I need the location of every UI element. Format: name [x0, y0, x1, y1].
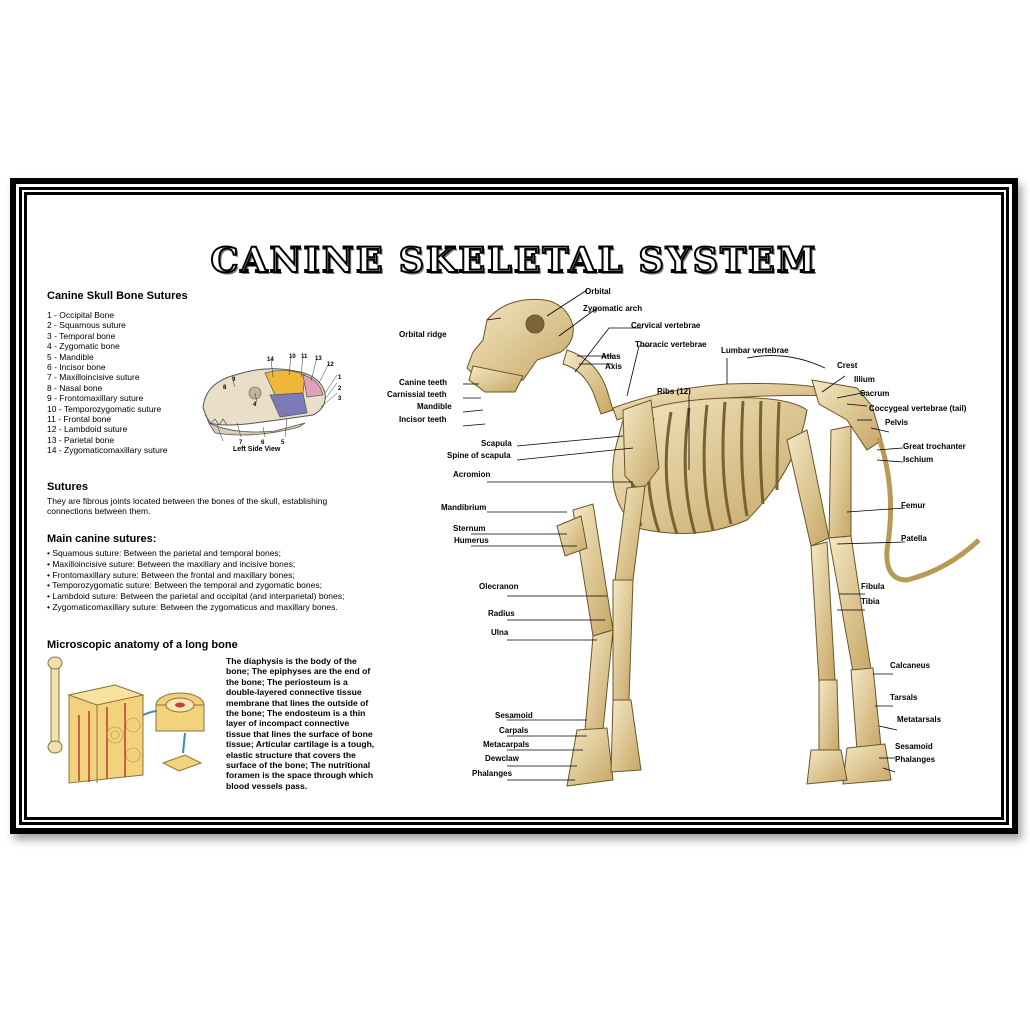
label-metacarpals: Metacarpals: [483, 740, 530, 749]
skull-number: 9: [232, 377, 236, 383]
label-sesamoid-hind: Sesamoid: [895, 742, 933, 751]
skull-item: 4 - Zygomatic bone: [47, 341, 120, 352]
label-radius: Radius: [488, 609, 515, 618]
label-sternum: Sternum: [453, 524, 486, 533]
skull-item: 14 - Zygomaticomaxillary suture: [47, 445, 168, 456]
label-acromion: Acromion: [453, 470, 491, 479]
skull-item: 2 - Squamous suture: [47, 320, 126, 331]
label-humerus: Humerus: [454, 536, 489, 545]
main-sutures-heading: Main canine sutures:: [47, 533, 157, 545]
label-mandible: Mandible: [417, 402, 452, 411]
skull-view-label: Left Side View: [233, 446, 281, 453]
skull-item: 11 - Frontal bone: [47, 414, 112, 425]
label-calcaneus: Calcaneus: [890, 661, 931, 670]
sutures-heading: Sutures: [47, 481, 88, 493]
label-olecranon: Olecranon: [479, 582, 519, 591]
label-tarsals: Tarsals: [890, 693, 918, 702]
poster-frame: CANINE SKELETAL SYSTEM Canine Skull Bone…: [10, 178, 1018, 834]
skull-number: 7: [239, 440, 243, 446]
main-sutures-list: Squamous suture: Between the parietal an…: [47, 548, 407, 613]
skull-number: 5: [281, 440, 285, 446]
main-suture-item: Frontomaxillary suture: Between the fron…: [47, 570, 407, 581]
skull-item: 6 - Incisor bone: [47, 362, 106, 373]
label-carpals: Carpals: [499, 726, 529, 735]
skull-item: 13 - Parietal bone: [47, 434, 115, 445]
skull-item: 10 - Temporozygomatic suture: [47, 403, 162, 414]
skull-number: 8: [223, 385, 227, 391]
skull-suture-list: 1 - Occipital Bone 2 - Squamous suture 3…: [47, 310, 227, 456]
frame-line-outer: [16, 184, 1012, 828]
label-spine-of-scapula: Spine of scapula: [447, 451, 511, 460]
poster-content: CANINE SKELETAL SYSTEM Canine Skull Bone…: [27, 195, 1001, 817]
label-orbital-ridge: Orbital ridge: [399, 330, 447, 339]
skull-item: 8 - Nasal bone: [47, 382, 103, 393]
label-ischium: Ischium: [903, 455, 934, 464]
label-scapula: Scapula: [481, 439, 512, 448]
skull-item: 1 - Occipital Bone: [47, 310, 115, 320]
label-zygomatic-arch: Zygomatic arch: [583, 304, 643, 313]
label-incisor-teeth: Incisor teeth: [399, 415, 447, 424]
label-ribs: Ribs (12): [657, 387, 691, 396]
label-canine-teeth: Canine teeth: [399, 378, 448, 387]
label-mandibrium: Mandibrium: [441, 503, 487, 512]
skull-number: 4: [253, 402, 257, 408]
skull-number: 2: [338, 386, 342, 392]
skull-item: 5 - Mandible: [47, 351, 94, 362]
label-phalanges-hind: Phalanges: [895, 755, 936, 764]
label-lumbar-vertebrae: Lumbar vertebrae: [721, 346, 789, 355]
skull-number: 13: [315, 356, 322, 362]
skull-number: 10: [289, 354, 296, 360]
frame-line-inner: [22, 190, 1006, 822]
canine-skeleton-illustration: [462, 289, 981, 787]
label-great-trochanter: Great trochanter: [903, 442, 966, 451]
main-suture-item: Temporozygomatic suture: Between the tem…: [47, 580, 407, 591]
poster-title: CANINE SKELETAL SYSTEM: [210, 240, 818, 282]
label-sacrum: Sacrum: [860, 389, 890, 398]
label-tibia: Tibia: [861, 597, 880, 606]
label-crest: Crest: [837, 361, 858, 370]
micro-text: The diaphysis is the body of the bone; T…: [226, 656, 375, 791]
skull-side-view-illustration: [202, 354, 338, 442]
skull-number: 3: [338, 396, 342, 402]
label-patella: Patella: [901, 534, 927, 543]
main-suture-item: Lambdoid suture: Between the parietal an…: [47, 591, 407, 602]
skull-item: 3 - Temporal bone: [47, 330, 116, 341]
long-bone-illustration: [47, 656, 205, 784]
label-fibula: Fibula: [861, 582, 885, 591]
label-metatarsals: Metatarsals: [897, 715, 942, 724]
skull-item: 7 - Maxilloincisive suture: [47, 372, 140, 383]
main-suture-item: Squamous suture: Between the parietal an…: [47, 548, 407, 559]
skull-item: 9 - Frontomaxillary suture: [47, 393, 144, 404]
skull-number: 14: [267, 357, 274, 363]
skull-number: 6: [261, 440, 265, 446]
label-pelvis: Pelvis: [885, 418, 909, 427]
label-coccygeal-vertebrae: Coccygeal vertebrae (tail): [869, 404, 967, 413]
label-orbital: Orbital: [585, 287, 611, 296]
micro-heading: Microscopic anatomy of a long bone: [47, 639, 238, 651]
label-thoracic-vertebrae: Thoracic vertebrae: [635, 340, 707, 349]
label-femur: Femur: [901, 501, 926, 510]
skull-item: 12 - Lambdoid suture: [47, 424, 128, 435]
label-carnissial-teeth: Carnissial teeth: [387, 390, 447, 399]
skull-number: 1: [338, 375, 342, 381]
sutures-text: They are fibrous joints located between …: [47, 496, 328, 517]
main-suture-item: Zygomaticomaxillary suture: Between the …: [47, 602, 407, 613]
label-sesamoid-fore: Sesamoid: [495, 711, 533, 720]
label-atlas: Atlas: [601, 352, 621, 361]
label-axis: Axis: [605, 362, 622, 371]
skull-heading: Canine Skull Bone Sutures: [47, 290, 188, 302]
label-ilium: Illium: [854, 375, 875, 384]
label-phalanges-fore: Phalanges: [472, 769, 513, 778]
label-cervical-vertebrae: Cervical vertebrae: [631, 321, 701, 330]
skull-number: 11: [301, 354, 308, 360]
label-dewclaw: Dewclaw: [485, 754, 519, 763]
skull-number: 12: [327, 362, 334, 368]
main-suture-item: Maxilloincisive suture: Between the maxi…: [47, 559, 407, 570]
label-ulna: Ulna: [491, 628, 509, 637]
